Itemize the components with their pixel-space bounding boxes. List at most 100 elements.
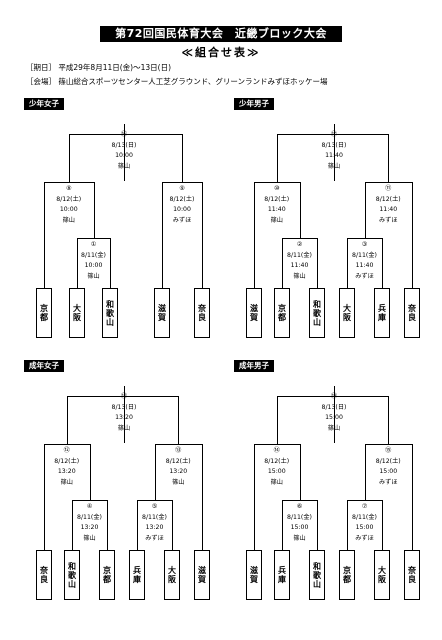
bracket-line (178, 396, 180, 445)
match-date: 8/12(土) (169, 195, 195, 203)
page-title: 第72回国民体育大会 近畿ブロック大会 (100, 26, 342, 42)
match-venue: 篠山 (117, 162, 131, 170)
match-date: 8/11(金) (287, 513, 312, 521)
match-time: 11:40 (290, 262, 309, 269)
match-time: 15:00 (325, 414, 343, 421)
bracket-line (44, 444, 91, 445)
match-venue: 篠山 (172, 478, 185, 486)
bracket-line (124, 128, 125, 181)
bracket-line (162, 182, 163, 289)
match-venue: 篠山 (293, 534, 306, 542)
bracket-line (68, 134, 183, 135)
event-venue: ［会場］ 篠山総合スポーツセンター人工芝グラウンド、グリーンランドみずほホッケー… (26, 77, 328, 86)
match-time: 15:00 (379, 468, 398, 475)
bracket-line (364, 444, 413, 445)
match-date: 8/12(土) (54, 457, 80, 465)
bracket-line (282, 500, 318, 501)
bracket-shonen-danshi: 少年男子滋賀京都和歌山大阪兵庫奈良⑰8/13(日)11:40篠山⑩8/12(土)… (234, 98, 434, 348)
category-label: 成年女子 (24, 360, 64, 372)
bracket-line (172, 500, 173, 551)
category-label: 成年男子 (234, 360, 274, 372)
bracket-line (299, 182, 301, 239)
match-time: 13:20 (145, 524, 164, 531)
bracket-line (364, 444, 366, 501)
match-time: 15:00 (267, 468, 286, 475)
match-time: 10:00 (173, 206, 191, 213)
bracket-line (154, 444, 203, 445)
bracket-line (334, 390, 335, 443)
team-box: 奈良 (36, 550, 52, 600)
match-date: 8/12(土) (375, 457, 401, 465)
match-time: 13:20 (169, 468, 188, 475)
bracket-line (254, 182, 255, 289)
bracket-line (317, 500, 318, 551)
team-box: 大阪 (374, 550, 390, 600)
match-venue: 篠山 (117, 424, 131, 432)
match-date: 8/11(金) (287, 251, 312, 259)
match-date: 8/11(金) (81, 251, 106, 259)
match-time: 11:40 (325, 152, 343, 159)
bracket-line (282, 238, 318, 239)
match-no: ① (90, 241, 97, 248)
match-date: 8/13(日) (321, 403, 347, 411)
bracket-line (89, 444, 91, 501)
match-date: 8/11(金) (352, 251, 377, 259)
category-label: 少年男子 (234, 98, 274, 110)
team-box: 和歌山 (309, 288, 325, 338)
match-venue: みずほ (172, 216, 192, 224)
bracket-line (68, 134, 70, 183)
match-venue: 篠山 (270, 478, 283, 486)
bracket-seinen-joshi: 成年女子奈良和歌山京都兵庫大阪滋賀⑱8/13(日)13:20篠山⑫8/12(土)… (24, 360, 224, 610)
bracket-line (162, 182, 203, 183)
match-date: 8/13(日) (111, 403, 137, 411)
bracket-line (388, 134, 390, 183)
team-box: 京都 (274, 288, 290, 338)
team-box: 京都 (36, 288, 52, 338)
match-time: 13:20 (115, 414, 133, 421)
bracket-line (347, 238, 383, 239)
event-period: ［期日］ 平成29年8月11日(金)～13日(日) (26, 63, 171, 72)
match-info: ⑨ 8/12(土) 10:00 みずほ (152, 184, 212, 226)
match-no: ⑨ (179, 185, 185, 192)
bracket-line (254, 444, 301, 445)
bracket-line (66, 396, 68, 445)
bracket-line (282, 238, 283, 289)
team-box: 兵庫 (129, 550, 145, 600)
match-venue: みずほ (378, 478, 398, 486)
match-no: ② (296, 241, 303, 248)
team-box: 京都 (339, 550, 355, 600)
match-no: ⑦ (361, 503, 368, 510)
match-time: 11:40 (379, 206, 398, 213)
bracket-line (202, 182, 203, 289)
bracket-line (276, 396, 390, 397)
match-time: 15:00 (290, 524, 309, 531)
match-venue: 篠山 (270, 216, 283, 224)
match-no: ⑥ (296, 503, 303, 510)
match-date: 8/13(日) (321, 141, 347, 149)
match-date: 8/11(金) (142, 513, 167, 521)
match-time: 15:00 (355, 524, 374, 531)
bracket-line (44, 444, 45, 551)
match-no: ⑩ (273, 185, 280, 192)
bracket-line (347, 500, 383, 501)
bracket-line (72, 500, 73, 551)
match-venue: 篠山 (60, 478, 73, 486)
match-no: ⑧ (65, 185, 72, 192)
match-date: 8/12(土) (264, 457, 290, 465)
bracket-line (124, 124, 125, 135)
bracket-line (347, 500, 348, 551)
bracket-line (44, 182, 45, 289)
bracket-line (66, 396, 180, 397)
match-venue: 篠山 (293, 272, 306, 280)
match-no: ④ (86, 503, 93, 510)
bracket-line (276, 396, 278, 445)
bracket-line (364, 182, 366, 239)
